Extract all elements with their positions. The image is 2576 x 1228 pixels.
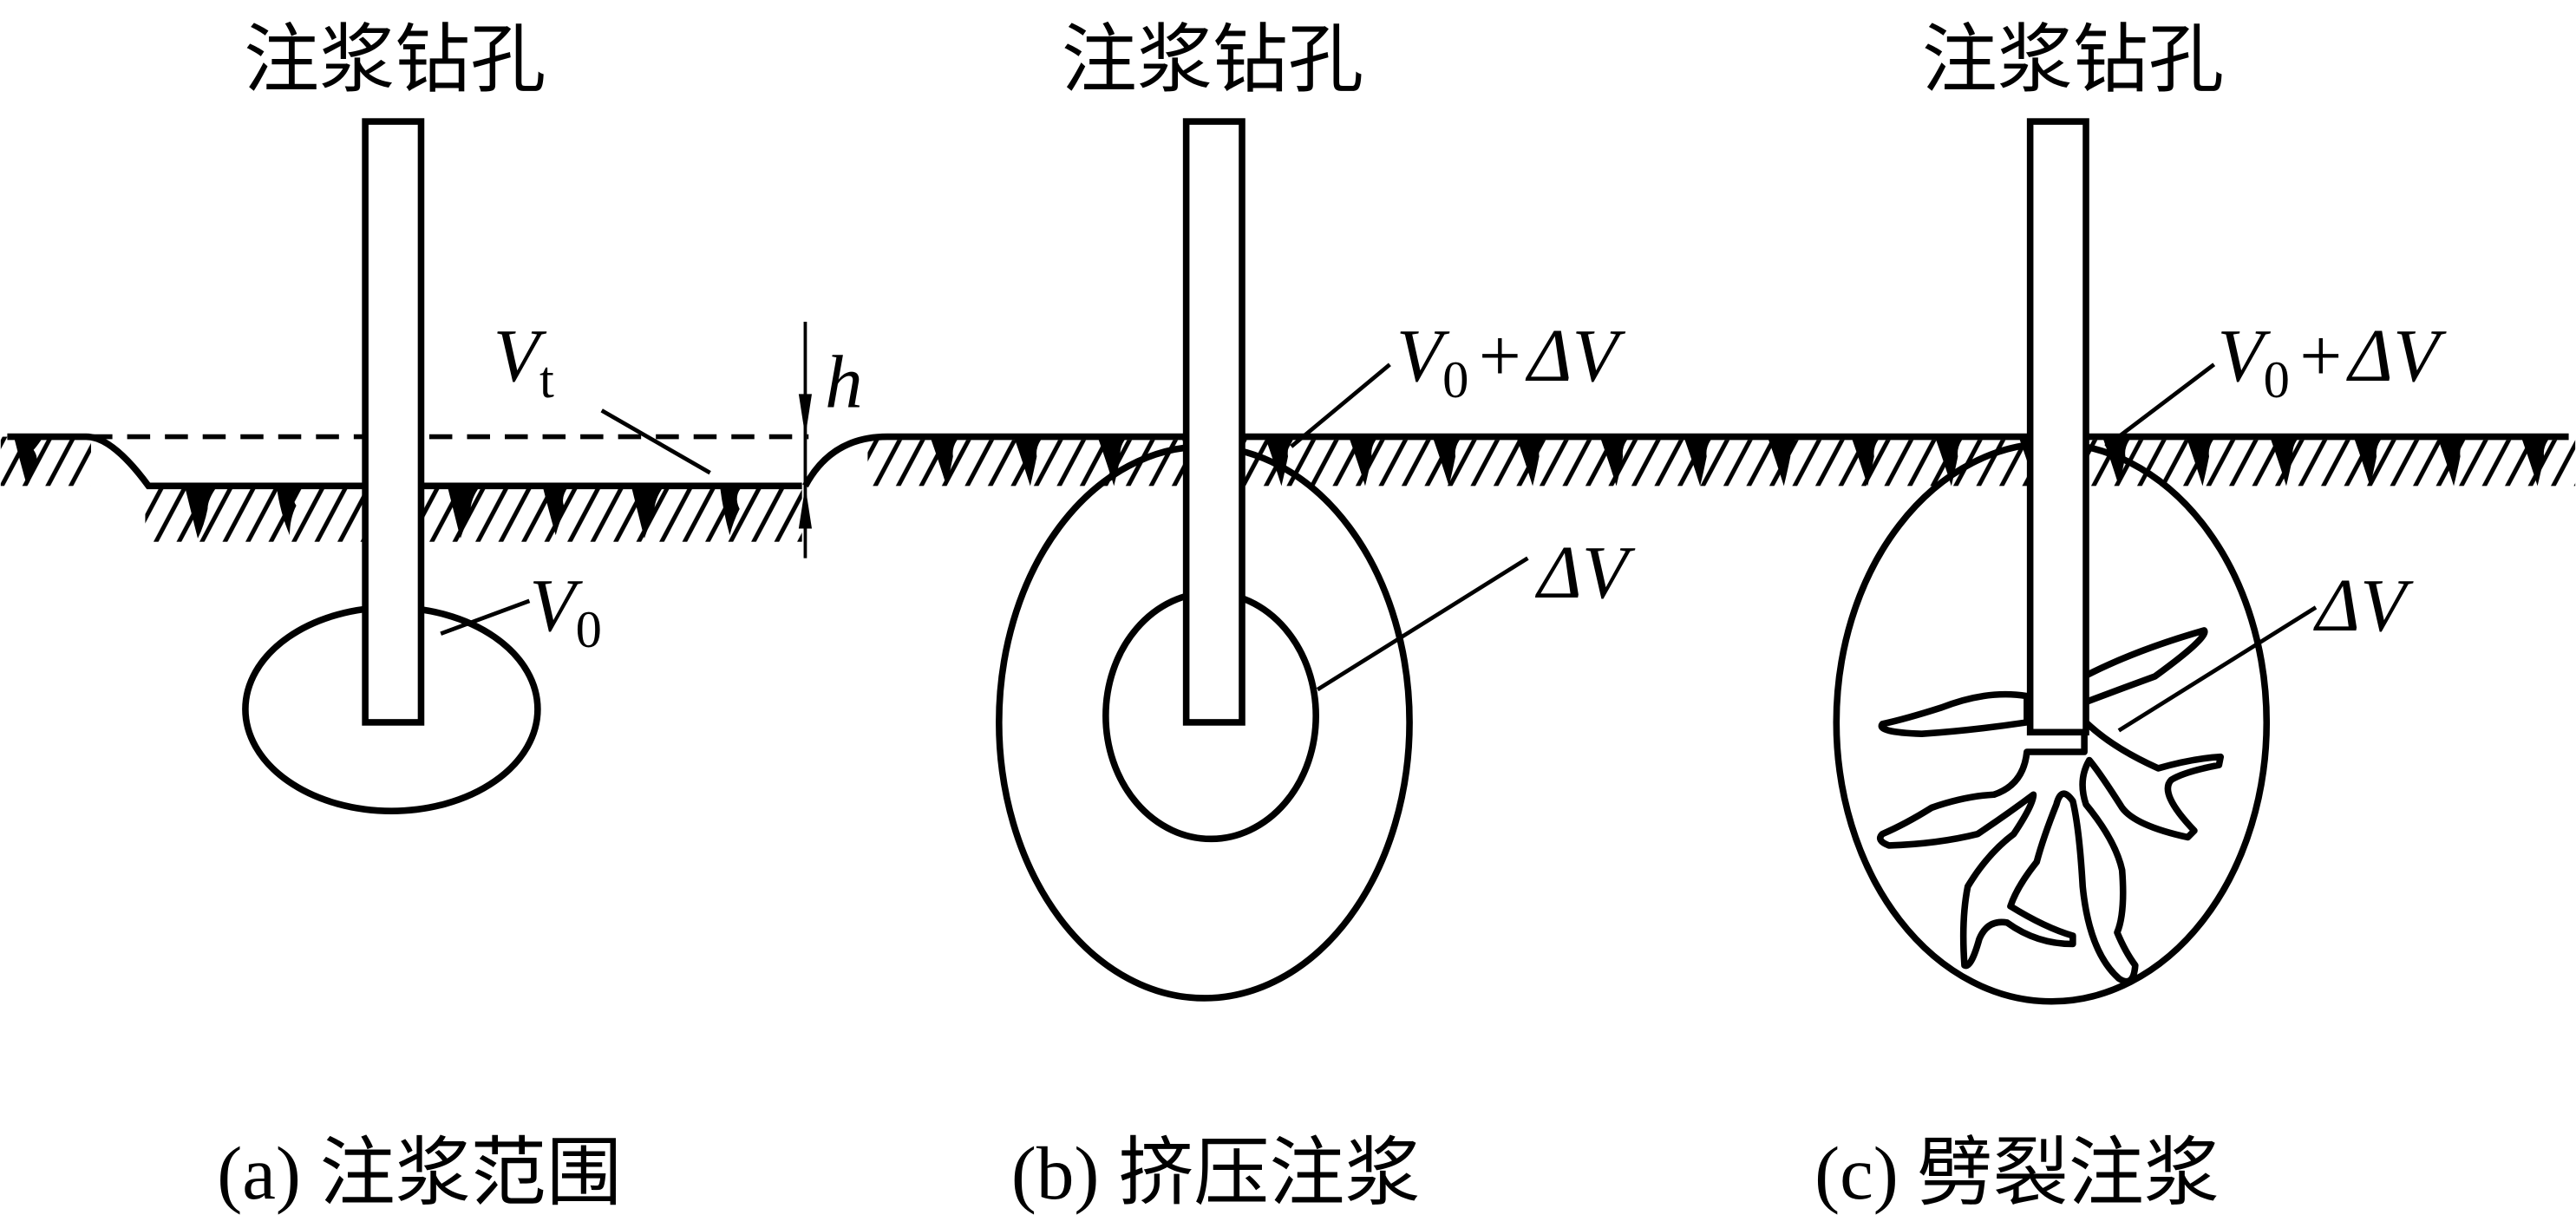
grass-tuft xyxy=(1767,436,1797,487)
panel-a: 注浆钻孔 Vt h V0 xyxy=(0,15,863,1217)
grout-borehole-b xyxy=(1182,118,1246,726)
panel-a-caption: (a) 注浆范围 xyxy=(217,1128,622,1217)
grass-tuft xyxy=(930,436,960,487)
grass-tuft xyxy=(2520,436,2551,487)
vt-leader-line xyxy=(600,408,711,475)
ground-surface-main xyxy=(802,433,2569,488)
panel-c-caption: (c) 劈裂注浆 xyxy=(1814,1128,2220,1217)
vt-label: Vt xyxy=(494,313,554,409)
grass-tuft xyxy=(1516,436,1546,487)
grass-tuft xyxy=(2102,436,2133,487)
c-total-volume-label: V0+ΔV xyxy=(2217,313,2447,409)
grass-tuft xyxy=(1599,436,1630,487)
grout-fractures xyxy=(1877,627,2225,985)
heave-dimension-h xyxy=(798,322,813,558)
grass-tuft xyxy=(2186,436,2216,487)
c-delta-leader-line xyxy=(2117,605,2318,733)
grout-borehole-a xyxy=(362,118,425,726)
grass-tufts-a xyxy=(13,436,743,539)
grass-tuft xyxy=(2353,436,2383,487)
b-total-leader-line xyxy=(1290,363,1391,448)
grout-borehole-c xyxy=(2026,118,2089,736)
v0-leader-line xyxy=(440,598,531,636)
b-delta-leader-line xyxy=(1316,556,1529,692)
ground-surface-a xyxy=(7,433,802,490)
grass-tuft xyxy=(1265,436,1295,487)
panel-b-title: 注浆钻孔 xyxy=(1062,15,1363,103)
soil-hatching-a xyxy=(0,436,802,542)
h-label: h xyxy=(825,339,863,423)
grass-tufts-main xyxy=(930,436,2551,487)
panel-a-title: 注浆钻孔 xyxy=(244,15,546,103)
grass-tuft xyxy=(1349,436,1379,487)
panel-c: 注浆钻孔 V0+ΔV ΔV (c) 劈裂注浆 xyxy=(1814,15,2447,1216)
grass-tuft xyxy=(1684,436,1714,487)
v0-label: V0 xyxy=(529,563,601,659)
grass-tuft xyxy=(1013,436,1043,487)
grass-tuft xyxy=(1851,436,1881,487)
panel-b-caption: (b) 挤压注浆 xyxy=(1011,1128,1421,1217)
b-delta-volume-label: ΔV xyxy=(1535,530,1636,614)
grass-tuft xyxy=(2437,436,2468,487)
panel-b: 注浆钻孔 V0+ΔV ΔV (b) 挤压注浆 xyxy=(996,15,1636,1217)
panel-c-title: 注浆钻孔 xyxy=(1922,15,2224,103)
grass-tuft xyxy=(1934,436,1965,487)
b-total-volume-label: V0+ΔV xyxy=(1396,313,1626,409)
c-total-leader-line xyxy=(2104,363,2216,448)
grass-tuft xyxy=(1097,436,1128,487)
c-delta-volume-label: ΔV xyxy=(2313,563,2414,647)
soil-hatching-main xyxy=(867,440,2576,487)
grass-tuft xyxy=(1432,436,1462,487)
grass-tuft xyxy=(2270,436,2300,487)
